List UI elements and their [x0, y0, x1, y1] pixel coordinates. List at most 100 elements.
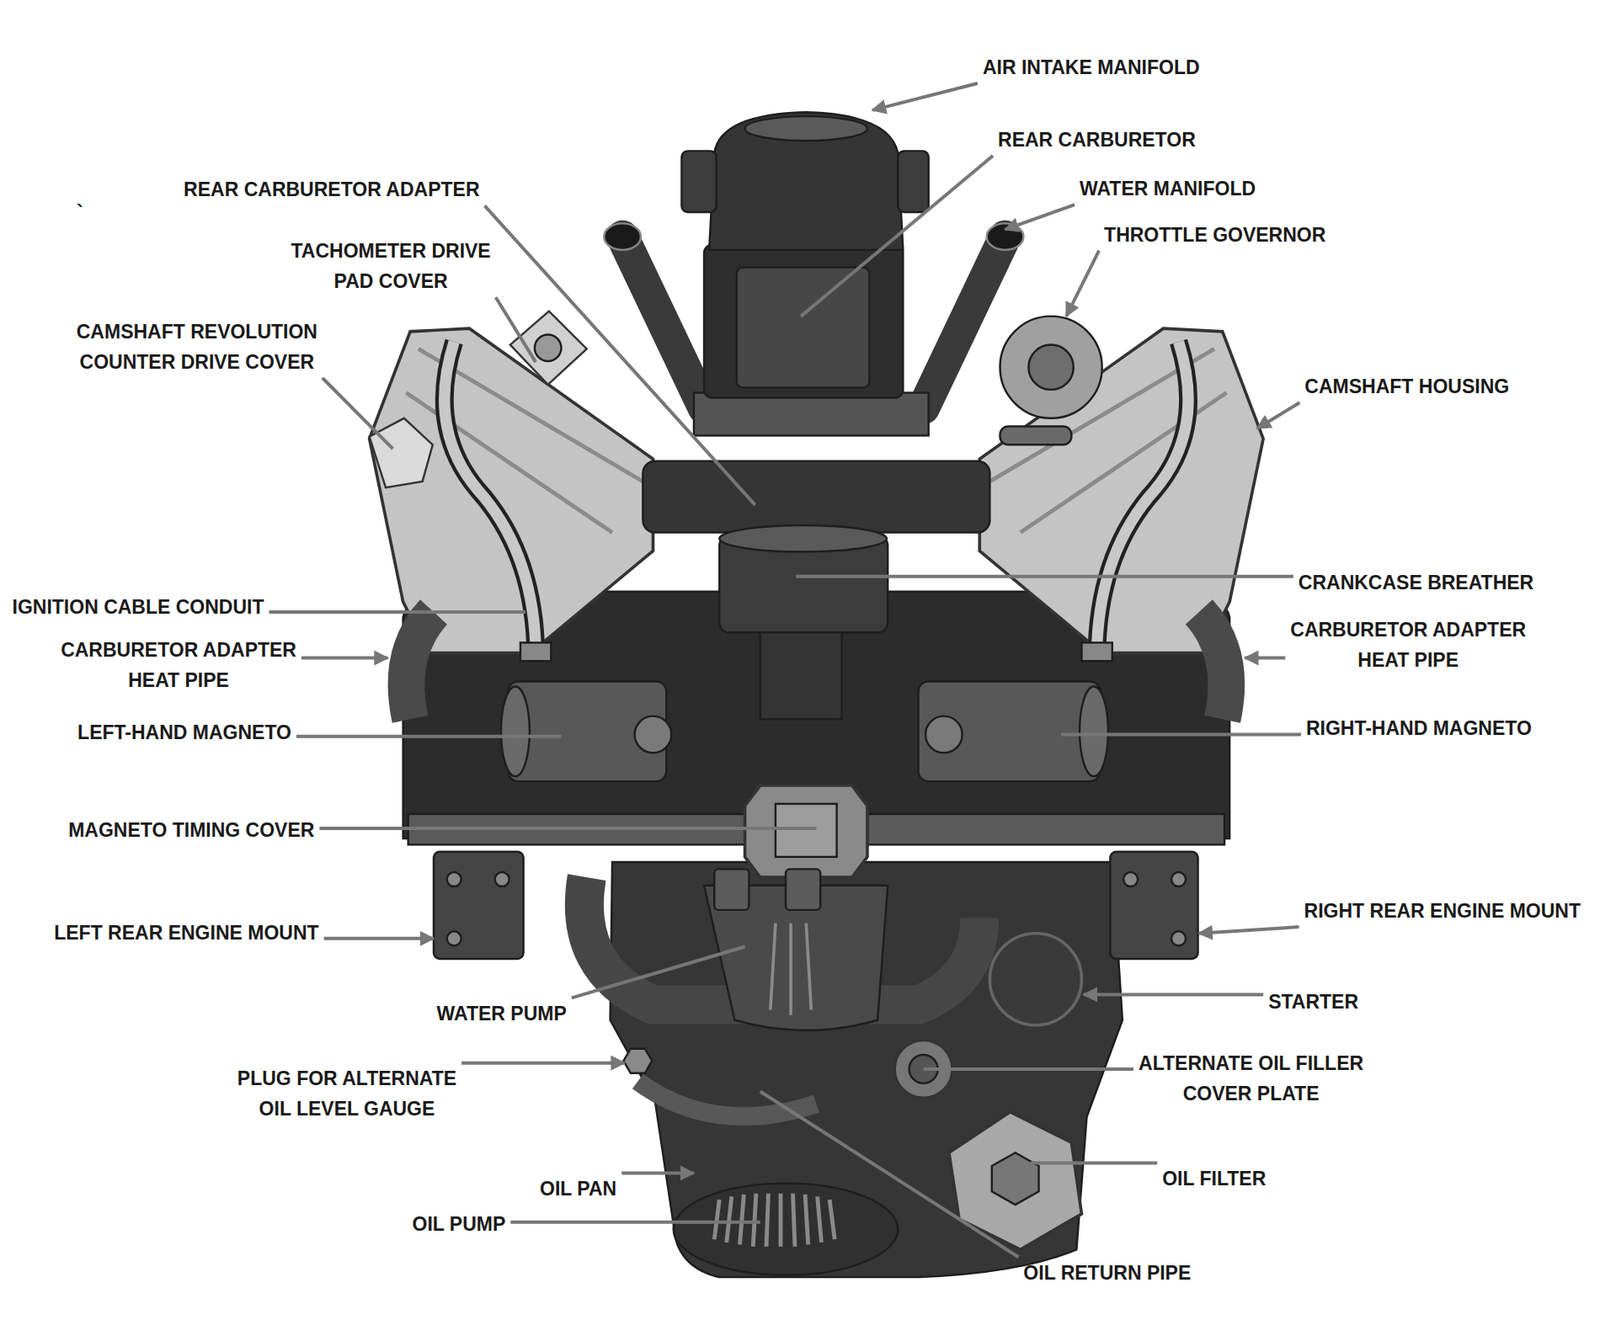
part-label: ALTERNATE OIL FILLER COVER PLATE	[1120, 1048, 1382, 1110]
leader-line	[571, 946, 746, 998]
mount-bolt	[1123, 872, 1138, 887]
part-label: MAGNETO TIMING COVER	[68, 815, 315, 846]
leader-line	[1083, 992, 1264, 997]
leader-line	[301, 656, 388, 661]
part-label: LEFT REAR ENGINE MOUNT	[53, 917, 319, 949]
mount-bolt	[1171, 931, 1186, 946]
leader-line	[496, 297, 536, 363]
leader-line	[1061, 732, 1302, 736]
oil-pump-ribs	[714, 1194, 835, 1248]
leader-line	[322, 378, 394, 449]
part-label: OIL PUMP	[412, 1209, 507, 1240]
conduit-nut	[1081, 642, 1112, 662]
leader-line	[760, 1092, 1019, 1259]
part-label: TACHOMETER DRIVE PAD COVER	[279, 235, 503, 297]
part-label: REAR CARBURETOR ADAPTER	[183, 174, 480, 205]
mount-bolt	[495, 872, 510, 887]
magneto	[918, 681, 1101, 782]
carburetor-base	[693, 393, 929, 437]
oil-filter	[949, 1112, 1083, 1251]
throttle-governor	[1000, 316, 1103, 419]
part-label: CARBURETOR ADAPTER HEAT PIPE	[1277, 614, 1539, 676]
leader-line	[1199, 927, 1300, 934]
pad-boss	[534, 334, 562, 362]
leader-line	[1244, 656, 1286, 661]
carburetor-adapter	[642, 461, 990, 534]
pipe-opening	[986, 223, 1024, 251]
mount-bolt	[447, 931, 462, 946]
oil-pan	[673, 1184, 899, 1276]
part-label: WATER PUMP	[437, 998, 567, 1030]
part-label: OIL FILTER	[1162, 1163, 1266, 1195]
breather-neck	[760, 627, 843, 720]
water-manifold-pipe	[622, 236, 704, 409]
part-label: CRANKCASE BREATHER	[1298, 567, 1534, 598]
leader-line	[324, 937, 434, 941]
leader-line	[296, 735, 562, 739]
mount-bolt	[447, 872, 462, 887]
leader-line	[800, 155, 993, 317]
part-label: THROTTLE GOVERNOR	[1104, 219, 1326, 251]
leader-line	[621, 1171, 694, 1175]
manifold-port	[897, 150, 928, 213]
magneto-cap	[1079, 687, 1109, 778]
leader-line	[1030, 1161, 1158, 1165]
mount-bolt	[1171, 872, 1186, 887]
leader-line	[1257, 402, 1301, 429]
part-label: LEFT-HAND MAGNETO	[77, 717, 292, 748]
starter	[989, 933, 1082, 1026]
part-label: OIL RETURN PIPE	[1023, 1258, 1191, 1289]
leader-line	[1005, 204, 1075, 230]
leader-line	[319, 826, 816, 831]
leader-line	[461, 1061, 624, 1066]
part-label: CAMSHAFT REVOLUTION COUNTER DRIVE COVER	[62, 316, 332, 378]
part-label: OIL PAN	[539, 1173, 617, 1205]
breather-cap	[719, 525, 887, 553]
water-manifold-pipe	[923, 236, 1006, 409]
magneto-timing-cover	[745, 785, 868, 878]
part-label: PLUG FOR ALTERNATE OIL LEVEL GAUGE	[226, 1063, 467, 1125]
engine-drawing	[369, 112, 1264, 1278]
magneto-cap	[501, 687, 530, 778]
engine-mount	[433, 852, 524, 960]
part-label: RIGHT REAR ENGINE MOUNT	[1304, 896, 1581, 927]
governor-spring	[1000, 426, 1072, 446]
filter-cap	[992, 1152, 1040, 1206]
pump-outlet	[785, 869, 821, 910]
part-label: CARBURETOR ADAPTER HEAT PIPE	[48, 634, 310, 696]
ignition-conduit	[444, 341, 536, 649]
leader-line	[872, 83, 978, 111]
leader-line	[795, 575, 1294, 579]
ignition-conduit	[1097, 341, 1189, 649]
part-label: WATER MANIFOLD	[1079, 173, 1256, 204]
manifold-top	[745, 116, 868, 141]
magneto-hub	[925, 716, 963, 754]
engine-mount	[1109, 852, 1198, 960]
heat-pipe-elbow	[405, 612, 434, 720]
leader-line	[510, 1221, 760, 1225]
cover-plate	[775, 804, 838, 858]
leader-line	[269, 610, 527, 614]
camshaft-housing	[369, 328, 654, 653]
part-label: STARTER	[1268, 986, 1359, 1018]
part-label: `	[76, 197, 84, 228]
conduit-nut	[520, 642, 551, 662]
tachometer-pad-cover	[510, 311, 587, 385]
carburetor-face	[736, 266, 870, 388]
oil-level-plug	[623, 1049, 652, 1074]
air-intake-manifold	[709, 112, 903, 251]
part-label: IGNITION CABLE CONDUIT	[12, 592, 265, 623]
leader-line	[485, 205, 756, 505]
manifold-port	[681, 150, 716, 213]
ignition-conduit	[1097, 341, 1189, 649]
counter-drive-cover	[369, 418, 433, 488]
part-label: REAR CARBURETOR	[997, 124, 1196, 155]
leader-line	[1066, 250, 1099, 317]
magneto-hub	[634, 716, 672, 754]
governor-hub	[1028, 345, 1073, 390]
heat-pipe-elbow	[1199, 612, 1227, 720]
pipe-opening	[603, 223, 641, 251]
leader-line	[923, 1067, 1134, 1072]
ignition-conduit	[444, 341, 536, 649]
